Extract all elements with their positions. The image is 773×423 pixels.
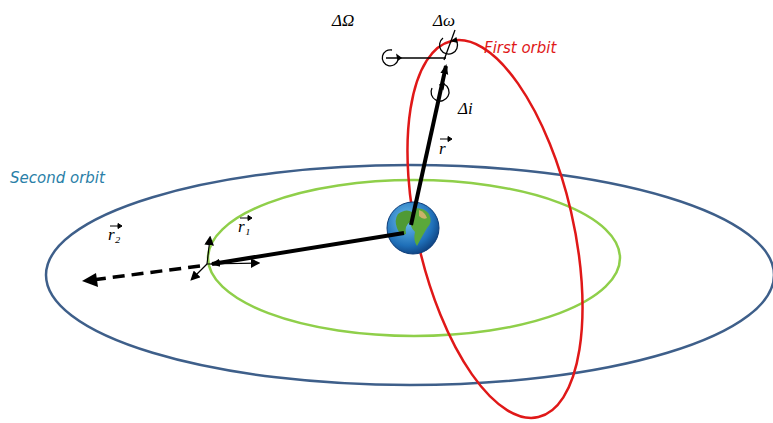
vector-label: r₂: [108, 226, 121, 245]
vector-label: r₁: [238, 218, 251, 237]
orbit-name: Second orbit: [10, 170, 105, 187]
orbit-name: First orbit: [484, 40, 556, 57]
perigee-rotation-label: Δω: [433, 12, 455, 31]
inclination-label: Δi: [458, 100, 473, 119]
node-rotation-label: ΔΩ: [332, 12, 354, 31]
vector-label: r: [439, 140, 446, 159]
